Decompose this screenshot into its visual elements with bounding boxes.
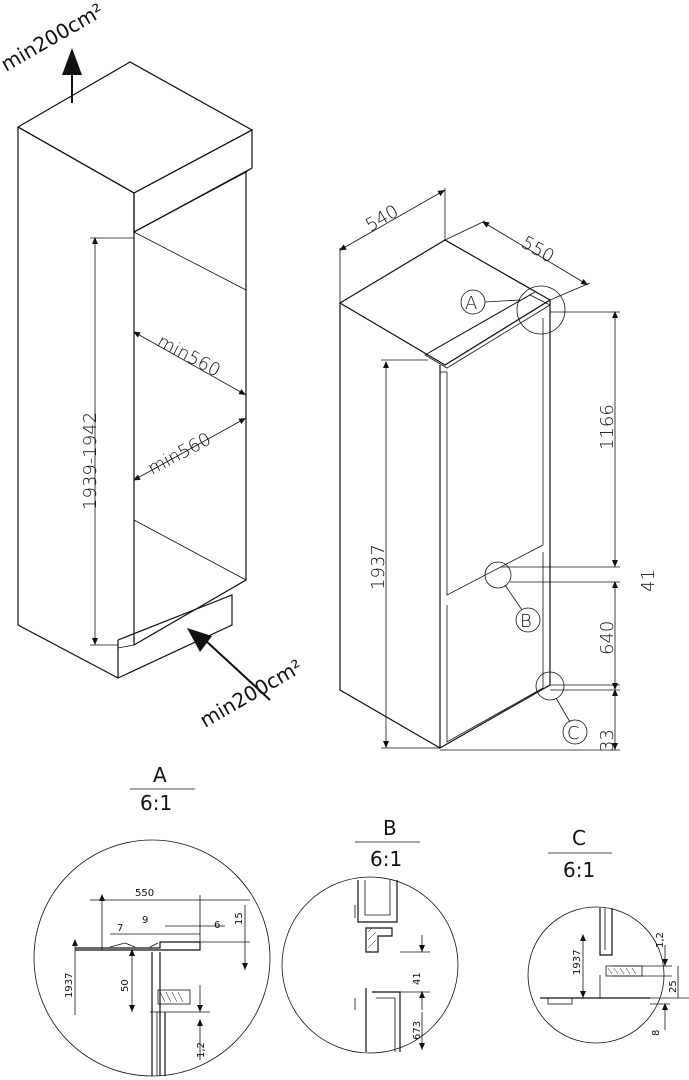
detail-a-dim-550: 550: [135, 888, 154, 899]
detail-c-dim-1937: 1937: [572, 950, 583, 975]
cabinet-height-dimension: [90, 237, 134, 646]
callout-c-circle: [535, 671, 565, 701]
detail-a-dim-50: 50: [120, 979, 131, 992]
detail-a-title: A: [153, 763, 167, 787]
appliance-height-label: 1937: [368, 544, 389, 590]
detail-b-view: [281, 876, 459, 1054]
callout-b-badge: [515, 607, 541, 633]
cabinet-height-label: 1939-1942: [80, 412, 101, 510]
detail-c-dim-1-2: 1,2: [655, 932, 666, 948]
callout-b-circle: [484, 561, 512, 589]
detail-c-dim-8: 8: [651, 1030, 662, 1036]
callout-c-badge: [562, 719, 588, 745]
detail-b-title: B: [383, 816, 397, 840]
callout-b-letter: B: [520, 611, 532, 632]
lower-door-label: 640: [597, 621, 618, 655]
gap-label: 41: [638, 569, 659, 592]
depth-lower-label: min560: [144, 429, 214, 480]
detail-a-scale: 6:1: [140, 791, 172, 815]
appliance-body: [338, 239, 552, 750]
detail-a-dim-1-2: 1,2: [196, 1042, 207, 1058]
detail-a-dim-9: 9: [142, 915, 148, 926]
detail-c-view: [527, 906, 665, 1044]
detail-b-scale: 6:1: [370, 847, 402, 871]
detail-b-dim-673: 673: [412, 1021, 423, 1040]
callout-a-letter: A: [465, 293, 477, 314]
detail-a-view: [33, 839, 271, 1077]
vent-top-label: min200cm²: [0, 0, 108, 76]
detail-a-dim-7: 7: [117, 923, 123, 934]
detail-c-title: C: [572, 826, 586, 850]
callout-c-letter: C: [567, 723, 580, 744]
detail-a-dim-1937: 1937: [64, 973, 75, 998]
vent-bottom-label: min200cm²: [196, 654, 307, 732]
upper-door-label: 1166: [597, 404, 618, 450]
detail-c-dim-25: 25: [668, 980, 679, 993]
callout-a-circle: [516, 285, 566, 335]
vent-down-arrow-icon: [187, 628, 212, 652]
bottom-gap-label: 33: [597, 729, 618, 752]
detail-a-dim-6: 6: [214, 920, 220, 931]
depth-upper-label: min560: [154, 331, 224, 382]
detail-c-scale: 6:1: [563, 858, 595, 882]
appliance-width-label: 540: [362, 201, 402, 236]
detail-b-dim-41: 41: [412, 972, 423, 985]
appliance-depth-label: 550: [518, 232, 558, 267]
vent-up-arrow-icon: [62, 48, 82, 75]
detail-a-dim-15: 15: [234, 912, 245, 925]
